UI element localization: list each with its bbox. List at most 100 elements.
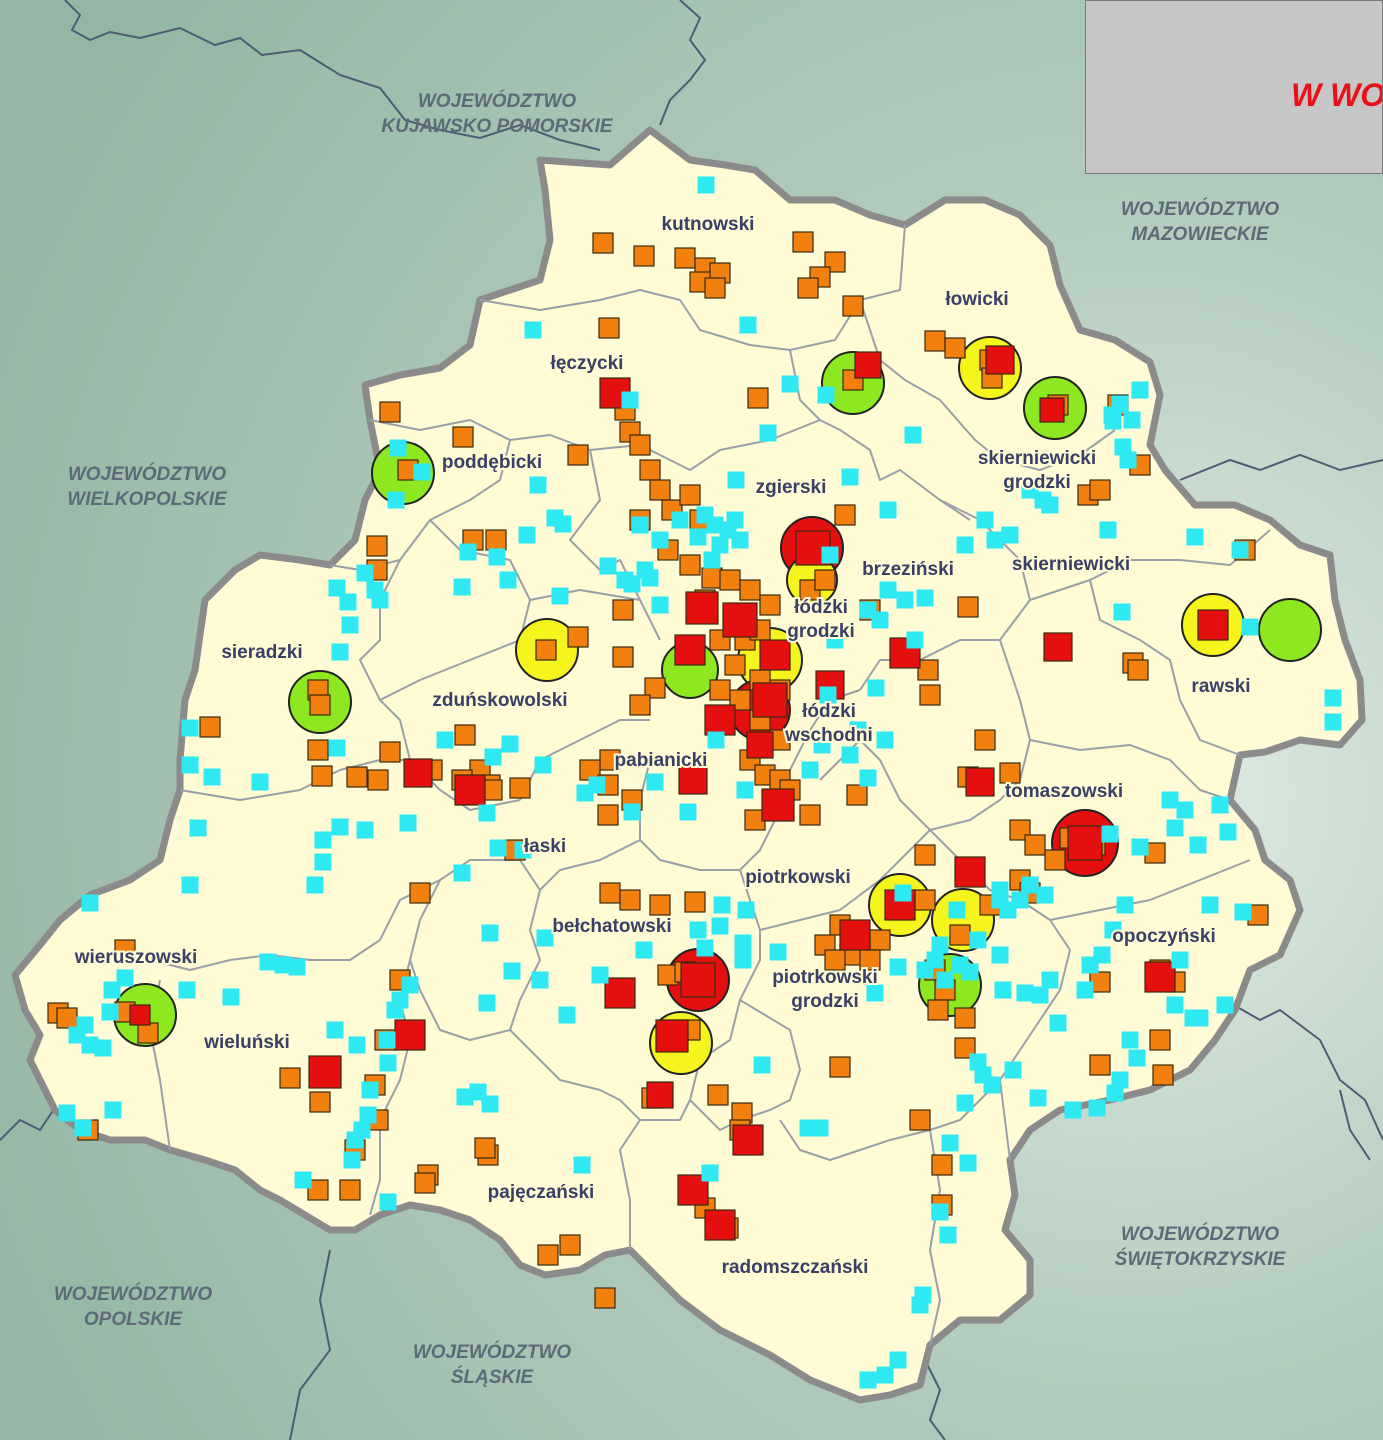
orange-marker [834, 504, 856, 526]
voivodeship-lodzkie [11, 126, 1366, 1404]
cyan-marker [631, 516, 649, 534]
cyan-marker [74, 1119, 92, 1137]
cyan-marker [1076, 981, 1094, 999]
cyan-marker [876, 731, 894, 749]
red-marker [746, 731, 774, 759]
cyan-marker [551, 587, 569, 605]
region-label-slask-line: WOJEWÓDZTWO [413, 1341, 572, 1363]
cyan-marker [956, 1094, 974, 1112]
red-marker [685, 591, 719, 625]
cyan-marker [503, 962, 521, 980]
county-label-tomaszowski-line: tomaszowski [1005, 781, 1123, 802]
orange-marker [927, 999, 949, 1021]
orange-marker [1044, 849, 1066, 871]
orange-marker [366, 535, 388, 557]
county-label-sieradzki-line: sieradzki [221, 642, 302, 663]
orange-marker [1149, 1029, 1171, 1051]
cyan-marker [1031, 986, 1049, 1004]
county-label-rawski: rawski [1191, 676, 1250, 697]
orange-marker [1127, 659, 1149, 681]
cyan-marker [753, 1056, 771, 1074]
cyan-marker [456, 1088, 474, 1106]
red-marker [759, 639, 791, 671]
orange-marker [367, 769, 389, 791]
cyan-marker [514, 841, 532, 859]
cyan-marker [801, 761, 819, 779]
cyan-marker [1166, 996, 1184, 1014]
county-label-rawski-line: rawski [1191, 676, 1250, 697]
cyan-marker [727, 471, 745, 489]
orange-marker [704, 277, 726, 299]
orange-marker [924, 330, 946, 352]
cyan-marker [641, 569, 659, 587]
cyan-marker [1099, 521, 1117, 539]
cyan-marker [379, 1054, 397, 1072]
cyan-marker [379, 1193, 397, 1211]
orange-marker [114, 939, 136, 961]
orange-marker [379, 741, 401, 763]
cyan-marker [879, 581, 897, 599]
cyan-marker [1111, 1071, 1129, 1089]
county-label-poddebicki-line: poddębicki [442, 452, 542, 473]
cyan-marker [956, 536, 974, 554]
county-label-laski-line: łaski [524, 836, 566, 857]
region-label-kuj-line: WOJEWÓDZTWO [418, 90, 577, 112]
cyan-marker [936, 971, 954, 989]
orange-marker [829, 1056, 851, 1078]
orange-marker [309, 1091, 331, 1113]
cyan-marker [1001, 526, 1019, 544]
cyan-marker [651, 531, 669, 549]
orange-marker [719, 569, 741, 591]
cyan-marker [359, 1106, 377, 1124]
cyan-marker [326, 1021, 344, 1039]
cyan-marker [651, 596, 669, 614]
cyan-marker [328, 739, 346, 757]
cyan-marker [1184, 1009, 1202, 1027]
red-marker [704, 704, 736, 736]
cyan-marker [554, 515, 572, 533]
cyan-marker [1201, 896, 1219, 914]
orange-marker [846, 784, 868, 806]
orange-marker [824, 949, 846, 971]
cyan-marker [819, 686, 837, 704]
cyan-marker [189, 819, 207, 837]
cyan-marker [1101, 825, 1119, 843]
cyan-marker [1041, 971, 1059, 989]
orange-marker [1024, 834, 1046, 856]
cyan-marker [916, 589, 934, 607]
cyan-marker [203, 768, 221, 786]
cyan-marker [1161, 791, 1179, 809]
county-label-laski: łaski [524, 836, 566, 857]
orange-marker [799, 804, 821, 826]
orange-marker [598, 317, 620, 339]
cyan-marker [849, 721, 867, 739]
orange-marker [599, 882, 621, 904]
orange-marker [594, 1287, 616, 1309]
cyan-marker [341, 616, 359, 634]
cyan-marker [1106, 1084, 1124, 1102]
red-marker [761, 788, 795, 822]
cyan-marker [1049, 1014, 1067, 1032]
cyan-marker [453, 578, 471, 596]
cyan-marker [1131, 838, 1149, 856]
orange-marker [612, 646, 634, 668]
red-marker [1144, 961, 1176, 993]
cyan-marker [689, 528, 707, 546]
orange-marker [709, 679, 731, 701]
cyan-marker [769, 943, 787, 961]
cyan-marker [1324, 689, 1342, 707]
orange-marker [56, 1007, 78, 1029]
red-markers [129, 345, 1229, 1241]
cyan-marker [1176, 801, 1194, 819]
cyan-marker [484, 748, 502, 766]
orange-marker [509, 777, 531, 799]
cyan-marker [759, 424, 777, 442]
cyan-marker [1004, 1061, 1022, 1079]
red-marker [854, 351, 882, 379]
orange-marker [567, 626, 589, 648]
cyan-marker [841, 746, 859, 764]
orange-marker [619, 889, 641, 911]
cyan-marker [453, 864, 471, 882]
